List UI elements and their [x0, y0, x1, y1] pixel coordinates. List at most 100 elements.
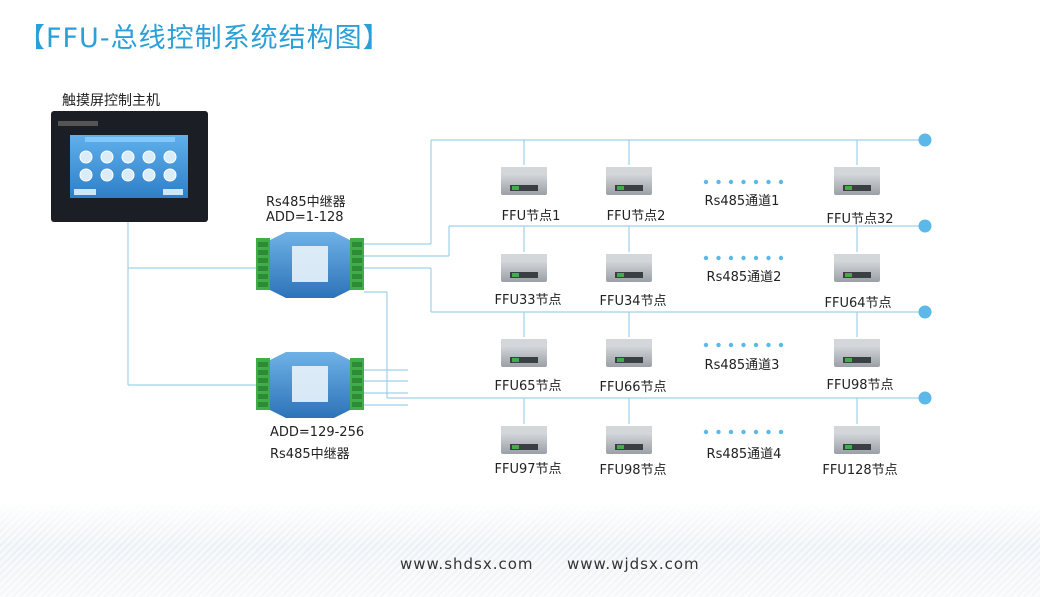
- footer-site-1: www.shdsx.com: [400, 555, 534, 573]
- terminal-screw: [352, 370, 362, 375]
- screen-button-right: [163, 189, 183, 195]
- screen-header-bar: [85, 137, 175, 142]
- host-label: 触摸屏控制主机: [62, 90, 160, 110]
- ffu-node-top: [834, 254, 880, 262]
- ellipsis-dot: [754, 256, 758, 260]
- terminal-screw: [258, 362, 268, 367]
- terminal-screw: [258, 386, 268, 391]
- screen-fan-button: [80, 151, 92, 163]
- ellipsis-dot: [741, 256, 745, 260]
- ffu-node-terminal: [512, 186, 519, 190]
- page-title: 【FFU-总线控制系统结构图】: [18, 16, 391, 55]
- terminal-screw: [352, 378, 362, 383]
- ffu-node-label: FFU128节点: [815, 459, 905, 478]
- ffu-node-terminal: [845, 273, 852, 277]
- ellipsis-dot: [766, 343, 770, 347]
- terminal-screw: [258, 242, 268, 247]
- ellipsis-dot: [779, 343, 783, 347]
- bus-end-terminator: [919, 306, 932, 319]
- ffu-node-label: FFU97节点: [483, 458, 573, 477]
- terminal-screw: [258, 402, 268, 407]
- channel-1-label: Rs485通道1: [697, 190, 787, 209]
- terminal-screw: [352, 282, 362, 287]
- ffu-node: [501, 167, 547, 195]
- ellipsis-dot: [741, 180, 745, 184]
- ffu-node-terminal: [617, 273, 624, 277]
- ellipsis-dot: [704, 430, 708, 434]
- ellipsis-dot: [729, 430, 733, 434]
- terminal-screw: [258, 370, 268, 375]
- ffu-node-top: [606, 339, 652, 347]
- screen-fan-button: [143, 169, 155, 181]
- bus-end-terminator: [919, 134, 932, 147]
- terminal-screw: [352, 274, 362, 279]
- repeater-2-address: ADD=129-256: [270, 425, 364, 440]
- terminal-screw: [258, 282, 268, 287]
- repeater-label-plate: [292, 366, 328, 402]
- ellipsis-dot: [766, 256, 770, 260]
- screen-logo-strip: [58, 121, 98, 126]
- terminal-screw: [258, 378, 268, 383]
- screen-display: [70, 135, 188, 198]
- ffu-node-label: FFU66节点: [588, 376, 678, 395]
- ffu-node-terminal: [845, 445, 852, 449]
- ffu-node-label: FFU34节点: [588, 290, 678, 309]
- ellipsis-dot: [704, 343, 708, 347]
- screen-fan-button: [122, 151, 134, 163]
- ffu-node-top: [501, 167, 547, 175]
- ffu-node-label: FFU98节点: [815, 374, 905, 393]
- ffu-node-label: FFU节点2: [591, 205, 681, 224]
- ellipsis-dot: [729, 256, 733, 260]
- terminal-screw: [258, 266, 268, 271]
- ffu-node-top: [606, 426, 652, 434]
- ellipsis-dot: [729, 343, 733, 347]
- channel-4-label: Rs485通道4: [699, 443, 789, 462]
- ellipsis-dot: [729, 180, 733, 184]
- ellipsis-dot: [704, 180, 708, 184]
- screen-fan-button: [101, 169, 113, 181]
- ellipsis-dot: [741, 343, 745, 347]
- ellipsis-dot: [716, 430, 720, 434]
- ffu-node: [606, 167, 652, 195]
- ffu-node-terminal: [512, 358, 519, 362]
- terminal-screw: [258, 274, 268, 279]
- screen-fan-button: [143, 151, 155, 163]
- channel-2-label: Rs485通道2: [699, 266, 789, 285]
- ffu-node-terminal: [845, 358, 852, 362]
- repeater-1: [256, 232, 364, 298]
- ffu-node: [834, 167, 880, 195]
- repeater-1-label: Rs485中继器: [266, 191, 346, 210]
- ellipsis-dot: [779, 430, 783, 434]
- ellipsis-dot: [779, 256, 783, 260]
- screen-fan-button: [80, 169, 92, 181]
- ffu-node-top: [606, 254, 652, 262]
- ffu-node: [501, 254, 547, 282]
- ffu-node: [834, 254, 880, 282]
- ellipsis-dot: [754, 430, 758, 434]
- footer-band: [0, 505, 1040, 597]
- terminal-screw: [352, 250, 362, 255]
- ellipsis-dot: [716, 256, 720, 260]
- ffu-node: [501, 426, 547, 454]
- terminal-screw: [352, 386, 362, 391]
- ffu-node-label: FFU64节点: [813, 292, 903, 311]
- ffu-node-top: [834, 339, 880, 347]
- screen-fan-button: [122, 169, 134, 181]
- ffu-node-terminal: [617, 358, 624, 362]
- terminal-screw: [352, 402, 362, 407]
- ellipsis-dot: [704, 256, 708, 260]
- ffu-node: [606, 426, 652, 454]
- ffu-node-top: [501, 254, 547, 262]
- bus-end-terminator: [919, 392, 932, 405]
- screen-fan-button: [164, 151, 176, 163]
- footer-site-2: www.wjdsx.com: [567, 555, 700, 573]
- channel-3-label: Rs485通道3: [697, 354, 787, 373]
- bus-end-terminator: [919, 220, 932, 233]
- ellipsis-dot: [754, 180, 758, 184]
- screen-fan-button: [164, 169, 176, 181]
- repeater-1-address: ADD=1-128: [266, 210, 344, 225]
- ellipsis-dot: [779, 180, 783, 184]
- ffu-node-top: [834, 167, 880, 175]
- ffu-node-label: FFU节点1: [486, 205, 576, 224]
- ffu-node-terminal: [512, 445, 519, 449]
